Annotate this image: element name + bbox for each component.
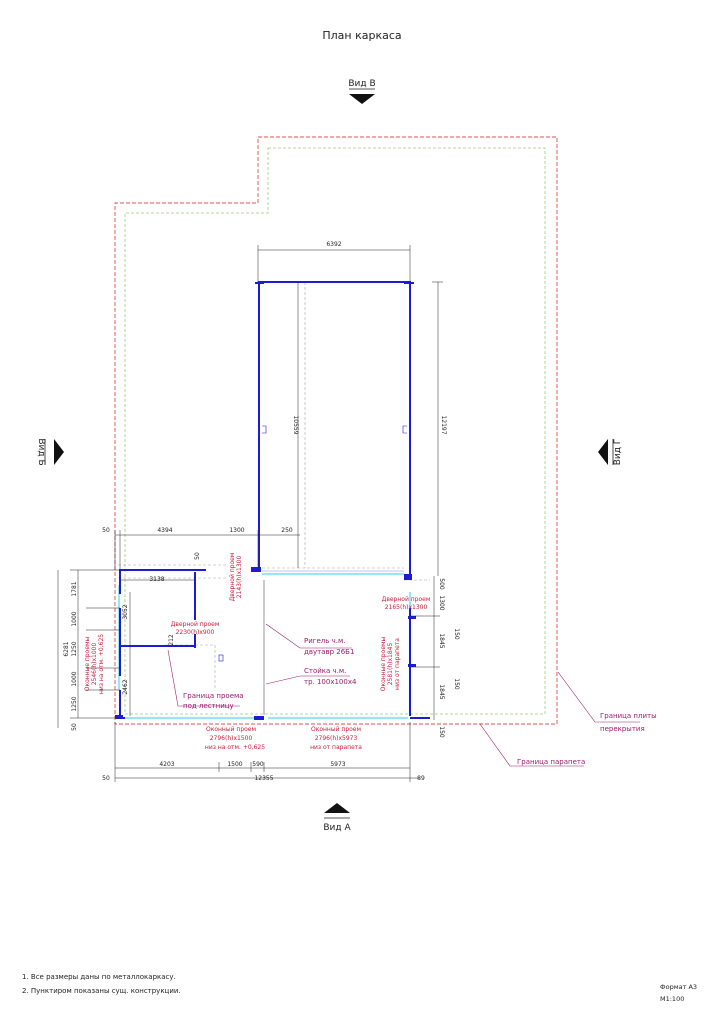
dim-2462: 2462 — [122, 679, 129, 694]
dim-212: 212 — [168, 634, 175, 646]
win-right-label: Оконные проемы — [380, 636, 387, 691]
door-left-label: Дверной проем — [229, 553, 236, 602]
stamp-format: Формат А3 — [660, 983, 697, 991]
win-bottom-left-note: низ на отм. +0,625 — [205, 744, 265, 751]
view-marker-top: Вид В — [348, 79, 376, 104]
win-bottom-left-label: Оконный проем — [206, 726, 256, 733]
dim-590: 590 — [252, 761, 264, 768]
dim-150-b: 150 — [453, 678, 460, 690]
dim-1781: 1781 — [71, 581, 78, 596]
dim-6281: 6281 — [63, 641, 70, 656]
win-bottom-left-size: 2796(h)х1500 — [210, 735, 253, 742]
dim-1000-upper: 1000 — [71, 611, 78, 626]
stamp-scale: М1:100 — [660, 995, 684, 1003]
callout-stoyka-title: Стойка ч.м. — [304, 667, 346, 675]
win-bottom-right-label: Оконный проем — [311, 726, 361, 733]
dim-12355: 12355 — [254, 775, 273, 782]
post-brackets — [218, 425, 407, 662]
dim-6392: 6392 — [326, 241, 341, 248]
dim-12197: 12197 — [440, 415, 447, 434]
dim-50-side: 50 — [194, 552, 201, 560]
callout-rigel-spec: двутавр 26Б1 — [304, 648, 354, 656]
dim-1300-top: 1300 — [229, 527, 244, 534]
view-label-bottom: Вид А — [323, 823, 351, 833]
win-bottom-right-note: низ от парапета — [310, 744, 362, 751]
win-left-note: низ на отм. +0,625 — [98, 634, 105, 694]
view-label-top: Вид В — [348, 79, 375, 89]
slab-boundary — [124, 147, 546, 715]
win-right-size: 2581(h)х1845 — [387, 643, 394, 686]
dim-4394: 4394 — [157, 527, 172, 534]
view-arrow-bottom-icon — [324, 803, 350, 813]
dim-1845-b: 1845 — [438, 684, 445, 699]
dim-5973: 5973 — [330, 761, 345, 768]
view-arrow-left-icon — [54, 439, 64, 465]
dim-50-bottom: 50 — [71, 723, 78, 731]
view-marker-right: Вид Г — [598, 439, 623, 466]
view-label-left: Вид Б — [36, 438, 46, 465]
door-inner-label: Дверной проем — [171, 621, 220, 628]
door-left-size: 2143(h)х1300 — [236, 556, 243, 599]
note-2: 2. Пунктиром показаны сущ. конструкции. — [22, 987, 181, 995]
view-marker-left: Вид Б — [36, 438, 64, 466]
dim-150-a: 150 — [453, 628, 460, 640]
dim-150-c: 150 — [438, 726, 445, 738]
dim-3138: 3138 — [149, 576, 164, 583]
callout-rigel-title: Ригель ч.м. — [304, 637, 345, 645]
win-bottom-right-size: 2796(h)х5973 — [315, 735, 358, 742]
note-1: 1. Все размеры даны по металлокаркасу. — [22, 973, 176, 981]
dim-1500: 1500 — [227, 761, 242, 768]
view-arrow-right-icon — [598, 439, 608, 465]
dim-10559: 10559 — [292, 415, 299, 434]
dim-1845-a: 1845 — [438, 633, 445, 648]
callout-slab-spec: перекрытия — [600, 725, 645, 733]
dim-500: 500 — [438, 578, 445, 590]
dim-1250-upper: 1250 — [71, 641, 78, 656]
dim-50-left: 50 — [102, 775, 110, 782]
view-marker-bottom: Вид А — [323, 803, 351, 833]
callout-leaders — [167, 623, 640, 767]
dim-250: 250 — [281, 527, 293, 534]
sheet-title: План каркаса — [322, 29, 401, 42]
win-left-size: 2546(h)х1000 — [91, 643, 98, 686]
dim-3052: 3052 — [122, 604, 129, 619]
door-right-size: 2165(h)х1300 — [385, 604, 428, 611]
dim-1250-lower: 1250 — [71, 696, 78, 711]
dimension-lines — [57, 245, 443, 782]
callout-slab-title: Граница плиты — [600, 712, 657, 720]
win-right-note: низ от парапета — [394, 638, 401, 690]
view-label-right: Вид Г — [613, 439, 623, 466]
callout-stair-title: Граница проема — [183, 692, 244, 700]
door-right-label: Дверной проем — [382, 596, 431, 603]
dim-4203: 4203 — [159, 761, 174, 768]
win-left-label: Оконные проемы — [84, 636, 91, 691]
existing-construction — [118, 282, 430, 690]
dim-1000-lower: 1000 — [71, 671, 78, 686]
callout-stair-spec: под лестницу — [183, 702, 234, 710]
dim-50-top: 50 — [102, 527, 110, 534]
callout-stoyka-spec: тр. 100х100х4 — [304, 678, 357, 686]
callout-parapet: Граница парапета — [517, 758, 585, 766]
frame-posts — [115, 567, 416, 720]
dim-89: 89 — [417, 775, 425, 782]
door-inner-size: 2230(h)х900 — [176, 629, 215, 636]
dim-1300-right: 1300 — [438, 595, 445, 610]
view-arrow-top-icon — [349, 94, 375, 104]
